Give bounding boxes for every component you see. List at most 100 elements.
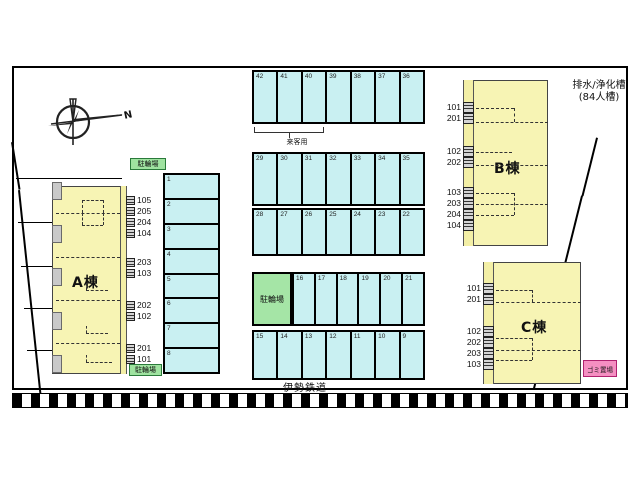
room-number: 101 <box>137 354 152 364</box>
parking-stall: 16 <box>294 274 316 324</box>
parking-stall: 29 <box>254 154 279 204</box>
parking-row-1: 42 41 40 39 38 37 36 <box>252 70 425 124</box>
parking-stall: 3 <box>165 224 218 250</box>
stall-number: 36 <box>402 73 410 80</box>
stall-number: 30 <box>280 155 288 162</box>
parking-stall: 9 <box>400 332 423 378</box>
visitor-bracket-tick <box>289 133 290 138</box>
bicycle-parking-tag-center: 駐輪場 <box>252 272 292 326</box>
room-number: 101 <box>446 102 461 112</box>
visitor-parking-label: 来客用 <box>286 138 308 146</box>
stall-number: 26 <box>304 211 313 218</box>
compass-north-label: N <box>122 109 134 122</box>
unit-divider <box>103 213 104 225</box>
room-number: 202 <box>446 157 461 167</box>
parking-stall: 19 <box>359 274 382 324</box>
unit-divider <box>86 283 87 290</box>
unit-divider <box>86 333 108 334</box>
stall-number: 21 <box>405 275 413 282</box>
parking-stall: 7 <box>165 324 218 350</box>
parking-stall: 38 <box>351 72 377 122</box>
stall-number: 13 <box>304 333 313 340</box>
parking-stall: 36 <box>400 72 423 122</box>
stall-number: 32 <box>329 155 337 162</box>
parking-stall: 6 <box>165 299 218 325</box>
parking-stall: 37 <box>376 72 401 122</box>
stall-number: 8 <box>167 350 171 358</box>
parking-stall: 35 <box>400 154 423 204</box>
unit-divider <box>476 215 514 216</box>
balcony <box>52 225 62 243</box>
room-number: 103 <box>137 268 152 278</box>
unit-divider <box>476 193 514 194</box>
unit-divider <box>532 290 533 302</box>
parcel-line-1 <box>16 178 122 179</box>
septic-tank-capacity: (84人槽) <box>578 92 620 103</box>
railway-checkered-band <box>12 393 628 408</box>
stair-icon <box>483 359 494 370</box>
stall-number: 4 <box>167 250 171 258</box>
unit-divider <box>496 360 532 361</box>
unit-divider <box>476 108 514 109</box>
unit-divider <box>514 108 515 122</box>
room-number: 102 <box>137 311 152 321</box>
balcony <box>52 312 62 330</box>
stall-number: 22 <box>402 211 410 218</box>
unit-divider <box>86 362 112 363</box>
septic-tank-note: 排水/浄化槽 (84人槽) <box>560 80 638 104</box>
bicycle-parking-tag-a-top: 駐輪場 <box>130 158 166 170</box>
parking-stall: 42 <box>254 72 279 122</box>
parking-stall: 21 <box>403 274 423 324</box>
stair-icon <box>126 269 135 278</box>
parking-stall: 28 <box>254 210 279 254</box>
unit-divider <box>496 350 581 351</box>
unit-divider <box>82 213 83 225</box>
stair-icon <box>483 337 494 348</box>
parking-stall: 23 <box>376 210 401 254</box>
stall-number: 42 <box>256 73 264 80</box>
unit-divider <box>56 257 120 258</box>
stair-icon <box>126 218 135 227</box>
unit-divider <box>496 338 532 339</box>
stair-icon <box>483 348 494 359</box>
stall-number: 18 <box>339 275 347 282</box>
bicycle-parking-tag-a-bottom: 駐輪場 <box>129 364 162 376</box>
room-number: 102 <box>446 146 461 156</box>
unit-divider <box>56 343 120 344</box>
parking-row-2: 29 30 31 32 33 34 35 <box>252 152 425 206</box>
balcony <box>52 355 62 373</box>
stall-number: 14 <box>280 333 288 340</box>
parking-row-5: 15 14 13 12 11 10 9 <box>252 330 425 380</box>
stair-icon <box>126 229 135 238</box>
unit-divider <box>496 290 532 291</box>
stair-icon <box>483 283 494 294</box>
building-c-label: C棟 <box>521 320 548 336</box>
unit-divider <box>82 200 103 201</box>
stall-number: 38 <box>353 73 361 80</box>
garbage-area-tag: ゴミ置場 <box>583 360 617 377</box>
stall-number: 33 <box>353 155 361 162</box>
unit-divider <box>476 165 548 166</box>
room-number: 204 <box>446 209 461 219</box>
stair-icon <box>463 113 474 124</box>
stall-number: 3 <box>167 225 171 233</box>
stall-number: 10 <box>378 333 386 340</box>
stall-number: 34 <box>378 155 386 162</box>
room-number: 104 <box>137 228 152 238</box>
railway-label: 伊勢鉄道 <box>283 383 327 394</box>
room-number: 105 <box>137 195 152 205</box>
room-number: 203 <box>466 348 481 358</box>
stall-number: 6 <box>167 300 171 308</box>
room-number: 204 <box>137 217 152 227</box>
building-b <box>463 80 548 246</box>
room-number: 201 <box>466 294 481 304</box>
parking-stall: 13 <box>302 332 328 378</box>
building-a-corridor <box>120 186 127 374</box>
bicycle-parking-label: 駐輪場 <box>137 160 159 168</box>
stall-number: 24 <box>353 211 361 218</box>
stair-icon <box>483 294 494 305</box>
room-number: 205 <box>137 206 152 216</box>
room-number: 203 <box>137 257 152 267</box>
parking-stall: 32 <box>327 154 352 204</box>
